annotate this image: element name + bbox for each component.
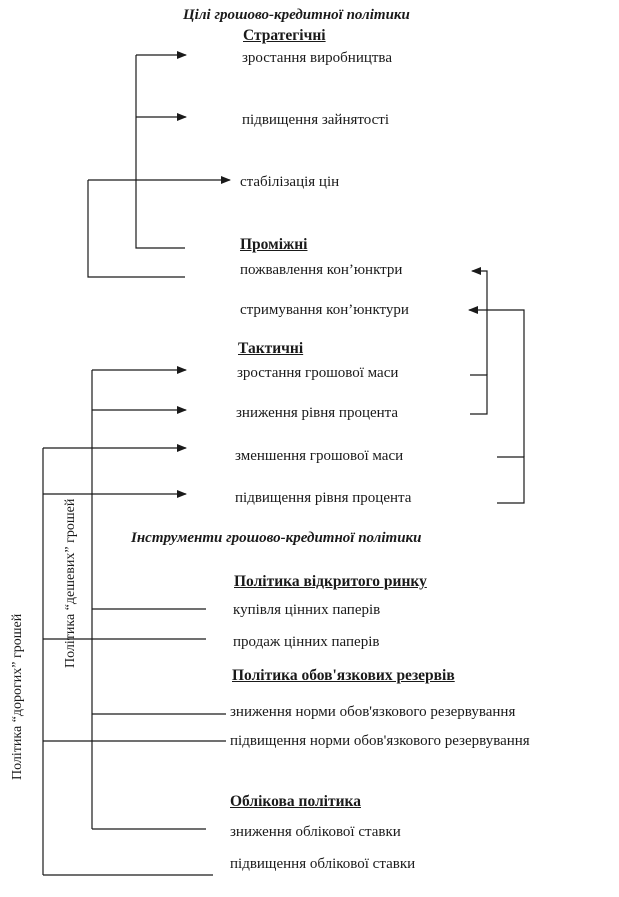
tactical-item-rate-increase: підвищення рівня процента: [235, 490, 412, 506]
strategic-item-production: зростання виробництва: [242, 50, 392, 66]
strategic-heading: Стратегічні: [243, 27, 326, 44]
tactical-item-money-growth: зростання грошової маси: [237, 365, 399, 381]
cheap-money-label: Політика “дешевих” грошей: [63, 498, 78, 668]
strategic-item-prices: стабілізація цін: [240, 174, 340, 190]
open-market-heading: Політика відкритого ринку: [234, 573, 427, 590]
dear-money-label: Політика “дорогих” грошей: [10, 613, 25, 780]
tactical-heading: Тактичні: [238, 340, 304, 357]
strategic-bracket-cheap: [135, 55, 185, 249]
goals-title: Цілі грошово-кредитної політики: [183, 7, 410, 23]
reserves-item-raise: підвищення норми обов'язкового резервува…: [230, 733, 530, 749]
strategic-bracket-dear: [87, 180, 185, 278]
strategic-item-employment: підвищення зайнятості: [242, 112, 389, 128]
reserves-item-lower: зниження норми обов'язкового резервуванн…: [230, 704, 516, 720]
tactical-item-rate-decrease: зниження рівня процента: [236, 405, 399, 421]
open-market-item-sell: продаж цінних паперів: [233, 634, 380, 650]
tactical-item-money-decrease: зменшення грошової маси: [235, 448, 404, 464]
discount-item-raise: підвищення облікової ставки: [230, 856, 416, 872]
intermediate-item-revival: пожвавлення кон’юнктри: [240, 262, 403, 278]
discount-item-lower: зниження облікової ставки: [230, 824, 401, 840]
instruments-title: Інструменти грошово-кредитної політики: [131, 530, 422, 546]
bracket-revival: [470, 374, 488, 415]
reserves-heading: Політика обов'язкових резервів: [232, 667, 455, 684]
bracket-restraint: [497, 456, 525, 504]
intermediate-heading: Проміжні: [240, 236, 308, 253]
discount-heading: Облікова політика: [230, 793, 361, 810]
intermediate-item-restraint: стримування кон’юнктури: [240, 302, 409, 318]
arrow-to-restraint: [468, 306, 525, 457]
arrow-to-revival: [471, 267, 488, 375]
open-market-item-buy: купівля цінних паперів: [233, 602, 381, 618]
